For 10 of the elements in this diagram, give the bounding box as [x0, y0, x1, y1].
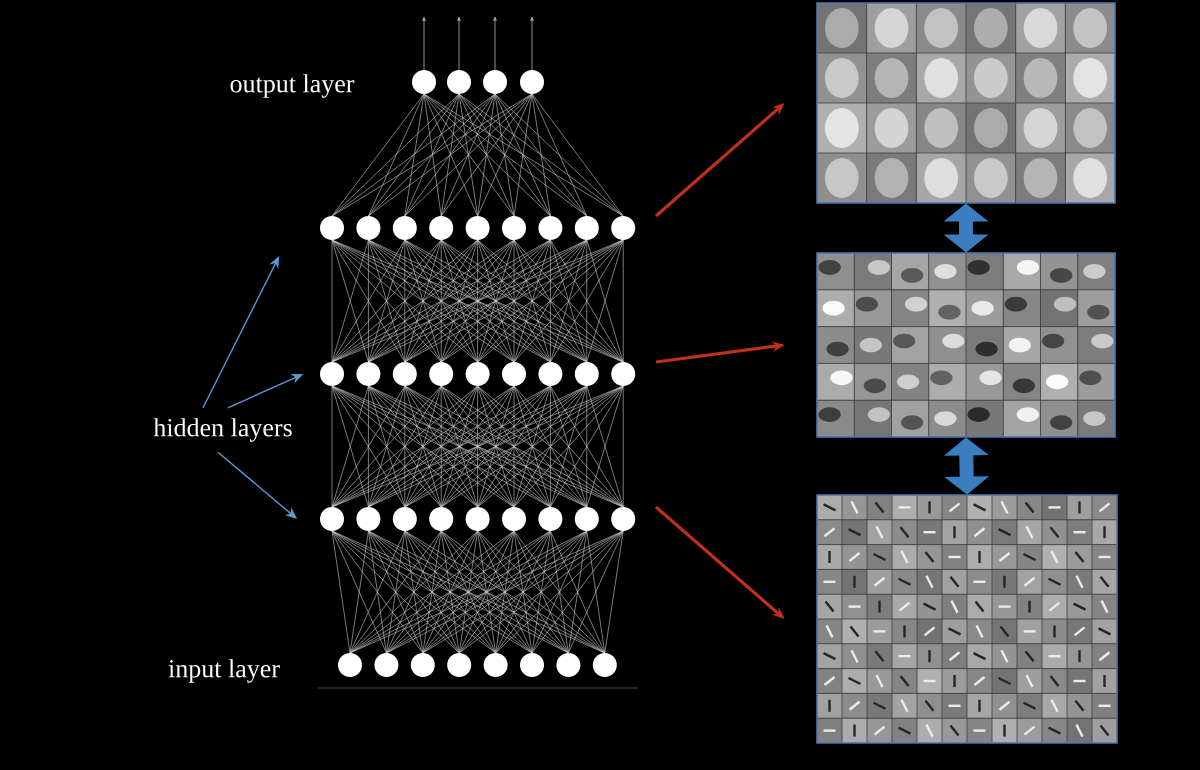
layer-label: hidden layers: [153, 418, 292, 442]
layer-label: output layer: [230, 74, 355, 98]
arrow: [202, 256, 280, 409]
feature-image: [816, 2, 1116, 204]
feature-image: [816, 494, 1118, 744]
neuron-row: [320, 507, 636, 531]
neuron-row: [320, 362, 636, 386]
feature-image: [816, 252, 1116, 438]
layer-label: input layer: [168, 659, 280, 683]
neuron-row: [320, 216, 636, 240]
